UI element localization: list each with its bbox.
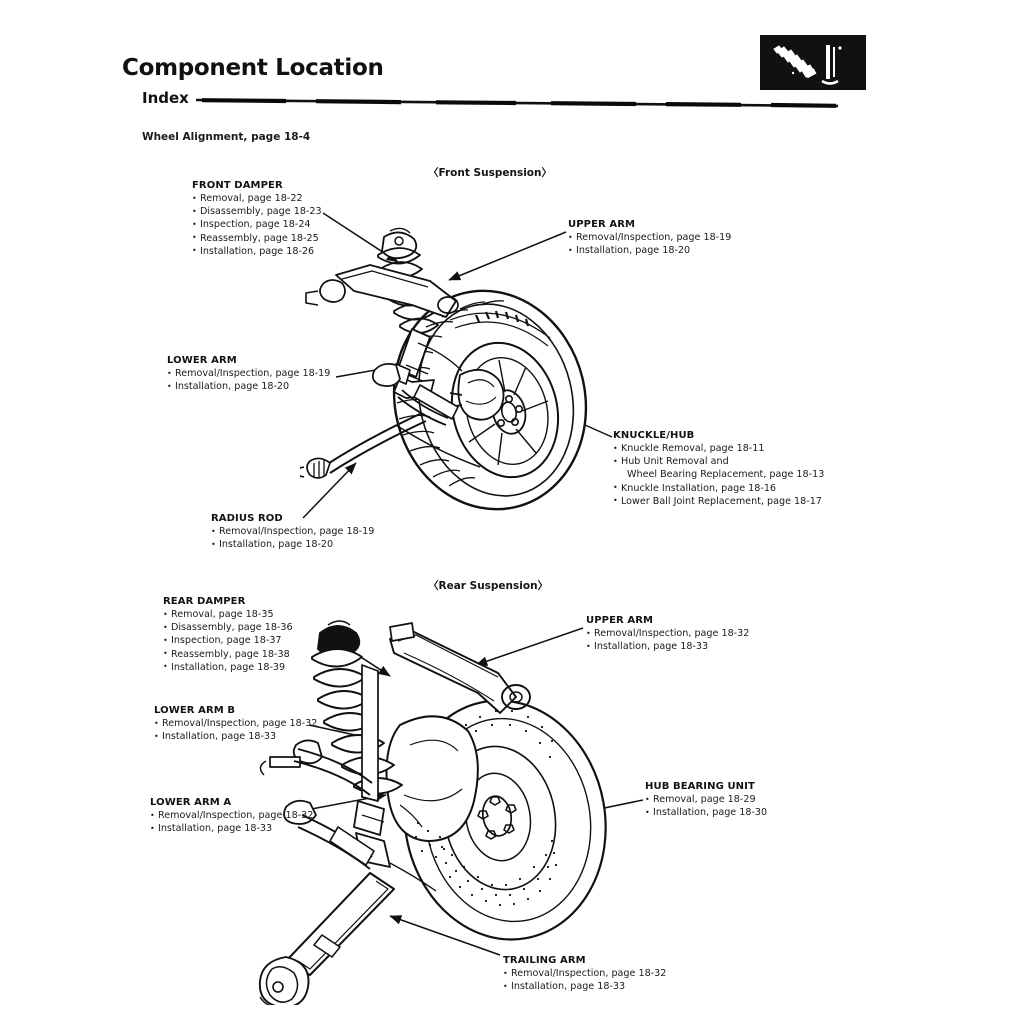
callout-item: Removal/Inspection, page 18-32 (150, 808, 313, 822)
callout-list: Removal, page 18-29 Installation, page 1… (645, 792, 767, 819)
callout-hub-bearing-unit: HUB BEARING UNIT Removal, page 18-29 Ins… (645, 781, 767, 819)
page-title: Component Location (122, 55, 384, 81)
front-suspension-heading: 〈Front Suspension〉 (428, 167, 552, 179)
callout-list: Removal, page 18-35 Disassembly, page 18… (163, 607, 293, 674)
callout-item: Installation, page 18-20 (568, 244, 731, 257)
damper-strut-icon (760, 35, 866, 90)
callout-list: Removal/Inspection, page 18-32 Installat… (503, 966, 666, 993)
callout-item: Installation, page 18-26 (192, 244, 322, 258)
callout-front-lower-arm: LOWER ARM Removal/Inspection, page 18-19… (167, 355, 330, 393)
callout-list: Removal/Inspection, page 18-32 Installat… (154, 716, 317, 743)
callout-rear-upper-arm: UPPER ARM Removal/Inspection, page 18-32… (586, 615, 749, 653)
callout-item: Installation, page 18-39 (163, 660, 293, 674)
callout-item: Removal/Inspection, page 18-19 (167, 366, 330, 380)
callout-list: Removal/Inspection, page 18-19 Installat… (167, 366, 330, 393)
front-suspension-illustration (300, 225, 630, 525)
callout-item: Removal/Inspection, page 18-19 (211, 524, 374, 538)
callout-item: Removal/Inspection, page 18-32 (503, 966, 666, 980)
callout-title: REAR DAMPER (163, 596, 246, 607)
callout-list: Removal/Inspection, page 18-19 Installat… (568, 230, 731, 257)
callout-title: LOWER ARM A (150, 797, 232, 808)
callout-item: Installation, page 18-30 (645, 806, 767, 819)
callout-item: Installation, page 18-20 (211, 538, 374, 551)
callout-item: Removal/Inspection, page 18-19 (568, 230, 731, 244)
callout-item: Removal/Inspection, page 18-32 (154, 716, 317, 730)
callout-item: Hub Unit Removal and (613, 455, 824, 468)
index-rule (196, 98, 838, 108)
callout-trailing-arm: TRAILING ARM Removal/Inspection, page 18… (503, 955, 666, 993)
callout-item: Reassembly, page 18-38 (163, 647, 293, 661)
callout-title: LOWER ARM B (154, 705, 236, 716)
callout-front-damper: FRONT DAMPER Removal, page 18-22 Disasse… (192, 180, 322, 258)
callout-title: FRONT DAMPER (192, 180, 283, 191)
callout-item: Lower Ball Joint Replacement, page 18-17 (613, 494, 824, 508)
callout-item: Removal/Inspection, page 18-32 (586, 626, 749, 640)
callout-front-upper-arm: UPPER ARM Removal/Inspection, page 18-19… (568, 219, 731, 257)
callout-item: Knuckle Installation, page 18-16 (613, 481, 824, 495)
rear-suspension-heading: 〈Rear Suspension〉 (428, 580, 549, 592)
callout-item: Installation, page 18-33 (154, 730, 317, 743)
callout-list: Removal/Inspection, page 18-32 Installat… (150, 808, 313, 835)
callout-title: UPPER ARM (568, 219, 636, 230)
callout-list: Removal, page 18-22 Disassembly, page 18… (192, 191, 322, 258)
callout-item: Inspection, page 18-24 (192, 218, 322, 231)
callout-item: Installation, page 18-33 (503, 980, 666, 993)
section-marker (760, 35, 866, 90)
callout-rear-damper: REAR DAMPER Removal, page 18-35 Disassem… (163, 596, 293, 674)
callout-list: Removal/Inspection, page 18-19 Installat… (211, 524, 374, 551)
callout-item: Installation, page 18-20 (167, 380, 330, 393)
callout-list: Knuckle Removal, page 18-11 Hub Unit Rem… (613, 441, 825, 508)
callout-title: LOWER ARM (167, 355, 237, 366)
callout-item: Removal, page 18-35 (163, 607, 293, 621)
callout-title: KNUCKLE/HUB (613, 430, 695, 441)
callout-title: TRAILING ARM (503, 955, 586, 966)
callout-item: Disassembly, page 18-36 (163, 621, 293, 634)
callout-title: RADIUS ROD (211, 513, 283, 524)
callout-item: Wheel Bearing Replacement, page 18-13 (627, 469, 825, 481)
callout-list: Removal/Inspection, page 18-32 Installat… (586, 626, 749, 653)
callout-lower-arm-a: LOWER ARM A Removal/Inspection, page 18-… (150, 797, 313, 835)
callout-item: Removal, page 18-29 (645, 792, 767, 806)
callout-item: Knuckle Removal, page 18-11 (613, 441, 824, 455)
callout-item: Reassembly, page 18-25 (192, 231, 322, 245)
callout-radius-rod: RADIUS ROD Removal/Inspection, page 18-1… (211, 513, 374, 551)
callout-lower-arm-b: LOWER ARM B Removal/Inspection, page 18-… (154, 705, 317, 743)
rear-suspension-illustration (250, 605, 650, 1005)
callout-title: UPPER ARM (586, 615, 654, 626)
callout-item: Installation, page 18-33 (586, 640, 749, 653)
callout-title: HUB BEARING UNIT (645, 781, 755, 792)
wheel-alignment-note: Wheel Alignment, page 18-4 (142, 131, 311, 143)
callout-item: Removal, page 18-22 (192, 191, 322, 205)
callout-item: Inspection, page 18-37 (163, 634, 293, 647)
callout-knuckle-hub: KNUCKLE/HUB Knuckle Removal, page 18-11 … (613, 430, 824, 508)
callout-item: Disassembly, page 18-23 (192, 205, 322, 218)
callout-item: Installation, page 18-33 (150, 822, 313, 835)
index-label: Index (142, 89, 189, 107)
